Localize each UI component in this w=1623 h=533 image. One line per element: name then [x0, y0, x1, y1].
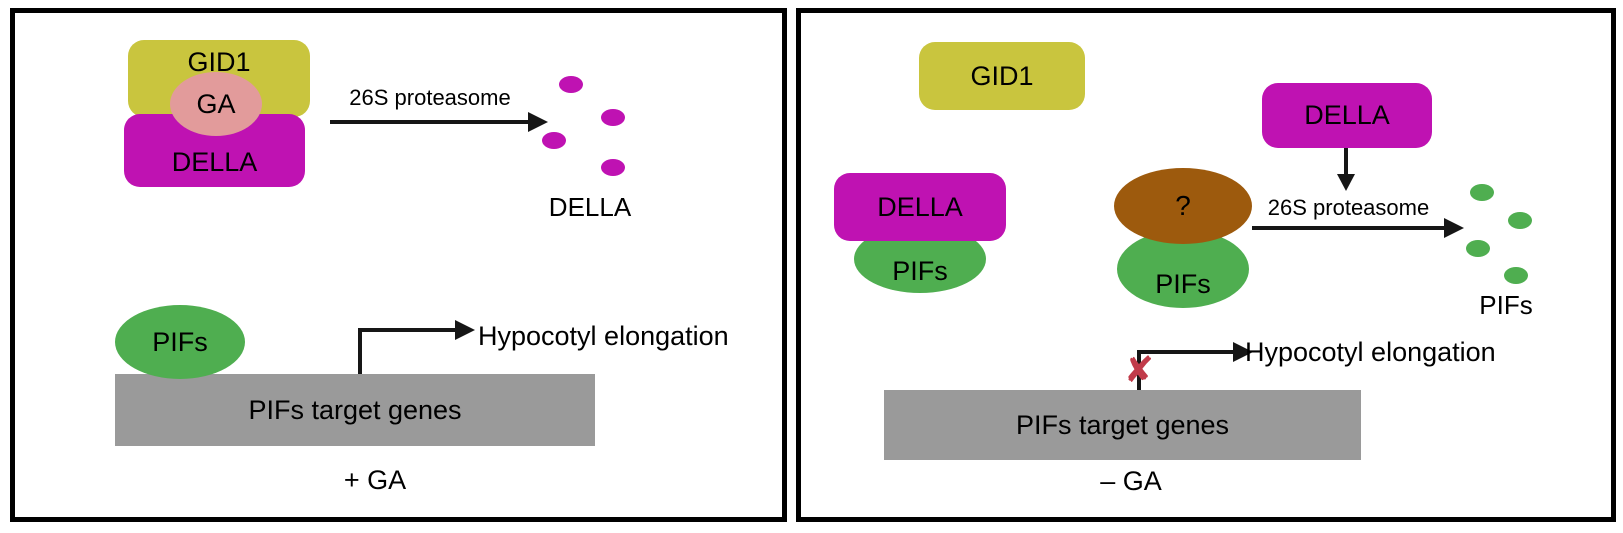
degraded-della-label: DELLA — [548, 192, 632, 222]
pifs-ellipse: PIFs — [115, 305, 245, 379]
pifs-label: PIFs — [152, 326, 208, 357]
panel-plus-ga: GID1 DELLA GA 26S proteasome DELLA PIFs … — [10, 8, 787, 522]
transcription-arrow-vertical — [358, 328, 362, 376]
proteasome-arrowhead-icon — [528, 112, 548, 132]
pifs-under-unknown-ellipse: PIFs — [1117, 230, 1249, 308]
transcription-arrowhead-icon — [455, 320, 475, 340]
condition-label-minus-ga: – GA — [1100, 466, 1162, 496]
pifs-fragment-dot — [1466, 240, 1490, 257]
target-genes-bar: PIFs target genes — [884, 390, 1361, 460]
della-fragment-dot — [559, 76, 583, 93]
ga-label: GA — [196, 88, 236, 119]
della-down-arrow-line — [1344, 148, 1348, 176]
unknown-factor-ellipse: ? — [1114, 168, 1252, 244]
degraded-pifs-label: PIFs — [1479, 290, 1533, 320]
della-box: DELLA — [834, 173, 1006, 241]
transcription-arrow-vertical — [1137, 350, 1141, 390]
pifs-fragment-dot — [1504, 267, 1528, 284]
hypocotyl-elongation-label: Hypocotyl elongation — [1245, 337, 1496, 367]
pifs-fragment-dot — [1470, 184, 1494, 201]
target-genes-label: PIFs target genes — [248, 394, 462, 425]
della-fragment-dot — [601, 159, 625, 176]
della-label: DELLA — [171, 147, 258, 177]
transcription-arrowhead-icon — [1233, 342, 1253, 362]
panel-minus-ga: GID1 PIFs DELLA PIFs ? DELLA 26S proteas… — [796, 8, 1616, 522]
della-label: DELLA — [1304, 100, 1390, 130]
della-fragment-dot — [601, 109, 625, 126]
hypocotyl-elongation-label: Hypocotyl elongation — [478, 321, 729, 351]
proteasome-arrow-label: 26S proteasome — [1267, 195, 1430, 220]
della-fragment-dot — [542, 132, 566, 149]
target-genes-label: PIFs target genes — [1015, 409, 1230, 440]
condition-label-plus-ga: + GA — [343, 465, 407, 495]
pifs-fragment-dot — [1508, 212, 1532, 229]
proteasome-arrow-label: 26S proteasome — [349, 85, 511, 110]
proteasome-arrow-line — [330, 120, 528, 124]
della-box: DELLA — [124, 114, 305, 187]
pifs-label: PIFs — [892, 256, 948, 286]
proteasome-arrowhead-icon — [1444, 218, 1464, 238]
ga-ellipse: GA — [170, 72, 262, 136]
della-label: DELLA — [877, 191, 963, 222]
transcription-arrow-horizontal — [1137, 350, 1233, 354]
transcription-arrow-horizontal — [358, 328, 455, 332]
target-genes-bar: PIFs target genes — [115, 374, 595, 446]
della-degradation-box: DELLA — [1262, 83, 1432, 148]
della-down-arrowhead-icon — [1337, 174, 1355, 191]
blocked-x-icon: ✘ — [1123, 349, 1155, 390]
gid1-box: GID1 — [919, 42, 1085, 110]
unknown-factor-label: ? — [1175, 190, 1191, 221]
gid1-label: GID1 — [970, 60, 1034, 91]
proteasome-arrow-line — [1252, 226, 1444, 230]
pifs-label: PIFs — [1155, 269, 1211, 299]
